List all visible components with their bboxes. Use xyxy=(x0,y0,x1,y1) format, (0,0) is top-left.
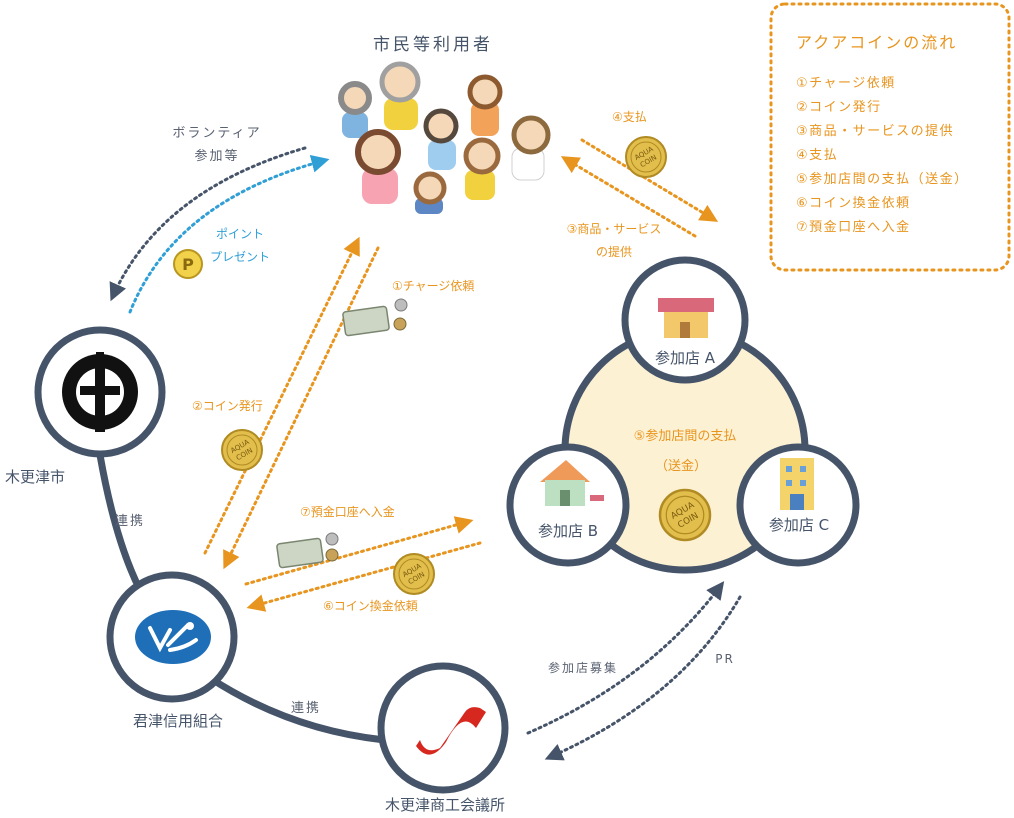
bank-node xyxy=(106,571,238,703)
exchange-label: ⑥コイン換金依頼 xyxy=(323,598,418,613)
legend-box: アクアコインの流れ ①チャージ依頼 ②コイン発行 ③商品・サービスの提供 ④支払 ⑤参加… xyxy=(769,2,1011,272)
issue-arrow xyxy=(223,246,380,570)
chamber-label: 木更津商工会議所 xyxy=(385,796,505,814)
banknote-icon xyxy=(342,298,408,337)
transfer-label-1: ⑤参加店間の支払 xyxy=(634,428,737,444)
transfer-label-2: （送金） xyxy=(655,458,707,474)
city-node xyxy=(34,326,166,458)
deposit-label: ⑦預金口座へ入金 xyxy=(300,504,395,519)
chamber-logo-icon xyxy=(416,707,486,755)
point-label-2: プレゼント xyxy=(210,250,270,264)
legend-title: アクアコインの流れ xyxy=(796,33,957,52)
exchange-arrow xyxy=(246,541,482,612)
shop-a-icon xyxy=(658,298,714,338)
person-5 xyxy=(511,115,551,181)
coin-icon-pay: AQUA COIN xyxy=(625,136,667,178)
point-arrow xyxy=(128,154,330,314)
citizens-illustration xyxy=(338,61,551,214)
person-1 xyxy=(338,81,372,138)
legend-item: ④支払 xyxy=(796,148,838,163)
legend-item: ②コイン発行 xyxy=(796,100,882,115)
pay-label: ④支払 xyxy=(612,110,647,124)
pay-arrow xyxy=(580,138,719,222)
city-label: 木更津市 xyxy=(5,468,65,486)
coin-icon-exchange: AQUA COIN xyxy=(393,553,435,595)
pr-label: PR xyxy=(715,652,735,666)
shop-a-label: 参加店 A xyxy=(655,349,716,367)
flow-arrows xyxy=(109,138,742,761)
charge-arrow xyxy=(203,236,360,555)
issue-label: ②コイン発行 xyxy=(192,399,263,413)
person-8 xyxy=(413,171,447,214)
coin-icon-transfer: AQUA COIN xyxy=(658,488,712,542)
legend-item: ③商品・サービスの提供 xyxy=(796,123,954,139)
link-label-2: 連携 xyxy=(291,700,321,716)
legend-item: ⑤参加店間の支払（送金） xyxy=(796,171,969,187)
recruit-label: 参加店募集 xyxy=(548,660,618,675)
point-coin-icon: P xyxy=(173,249,203,279)
banknote-icon-2 xyxy=(276,532,339,569)
service-label-1: ③商品・サービス xyxy=(567,221,662,236)
chamber-node xyxy=(377,662,509,794)
person-2 xyxy=(379,61,421,130)
person-6 xyxy=(355,129,401,204)
volunteer-label-2: 参加等 xyxy=(194,148,239,164)
shop-b-label: 参加店 B xyxy=(538,522,598,540)
pr-arrow xyxy=(544,595,742,761)
svg-text:P: P xyxy=(182,255,194,274)
city-emblem-icon xyxy=(62,352,138,432)
shop-c-label: 参加店 C xyxy=(769,516,829,534)
charge-label: ①チャージ依頼 xyxy=(392,278,474,293)
legend-item: ⑦預金口座へ入金 xyxy=(796,219,911,235)
link-label-1: 連携 xyxy=(115,513,145,529)
legend-item: ⑥コイン換金依頼 xyxy=(796,195,911,211)
legend-item: ①チャージ依頼 xyxy=(796,76,896,91)
volunteer-arrow xyxy=(109,146,307,302)
bank-chamber-link xyxy=(208,675,386,744)
person-7 xyxy=(463,137,501,200)
citizens-title: 市民等利用者 xyxy=(373,35,493,55)
point-label-1: ポイント xyxy=(216,227,264,241)
shop-a-node xyxy=(621,256,749,384)
labels: 市民等利用者 ボランティア 参加等 ポイント プレゼント ①チャージ依頼 ②コイ… xyxy=(5,35,829,814)
service-label-2: の提供 xyxy=(596,244,632,259)
connector-lines xyxy=(96,454,386,744)
bank-logo-icon xyxy=(132,607,214,671)
person-3 xyxy=(467,74,503,136)
volunteer-label-1: ボランティア xyxy=(172,126,261,141)
deposit-arrow xyxy=(244,516,474,586)
service-arrow xyxy=(560,156,697,238)
person-4 xyxy=(423,108,459,170)
shop-b-icon xyxy=(540,460,604,506)
shop-c-icon xyxy=(780,458,814,510)
coin-icon-issue: AQUA COIN xyxy=(221,429,263,471)
city-bank-link xyxy=(96,454,144,592)
recruit-arrow xyxy=(526,581,725,735)
bank-label: 君津信用組合 xyxy=(133,712,223,730)
shop-c-node xyxy=(736,443,860,567)
shop-b-node xyxy=(506,443,630,567)
